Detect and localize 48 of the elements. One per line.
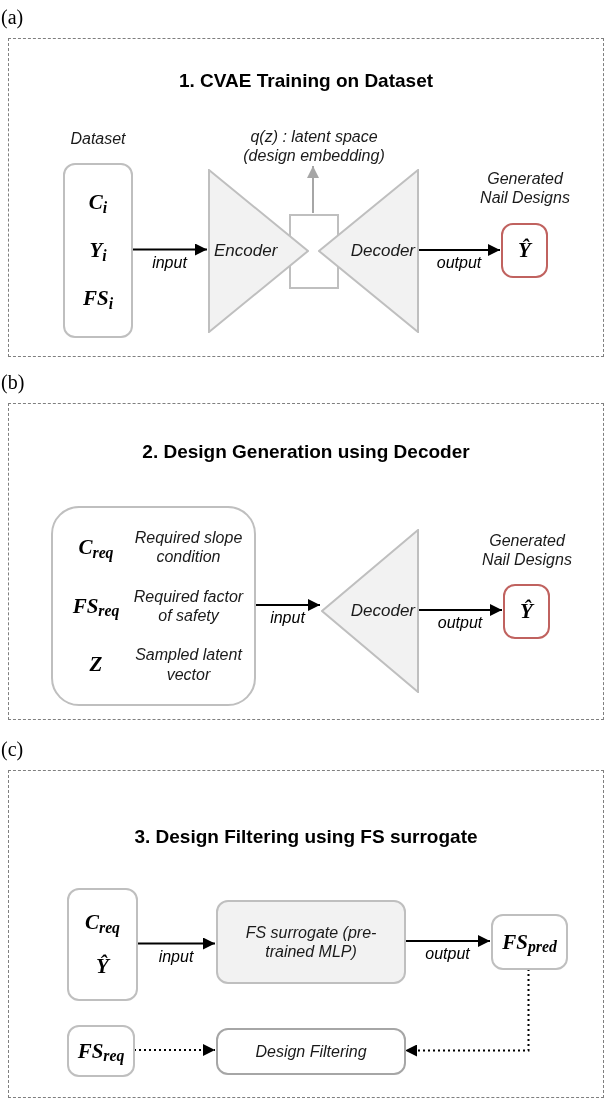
dotted-arrow <box>404 968 530 1057</box>
trapezoid-block <box>208 169 309 333</box>
math-symbol: Ŷ <box>520 601 533 622</box>
panel-title: 1. CVAE Training on Dataset <box>177 71 435 90</box>
edge-label: input <box>157 948 195 965</box>
arrow <box>136 937 216 950</box>
rounded-box <box>51 506 256 706</box>
panel-title: 3. Design Filtering using FS surrogate <box>133 827 479 846</box>
rounded-box <box>216 900 406 984</box>
block-label: Encoder <box>214 240 278 262</box>
edge-label: input <box>269 610 306 626</box>
rounded-box <box>67 1025 135 1077</box>
node-text: Design Filtering <box>255 1041 367 1062</box>
arrow <box>254 599 321 611</box>
panel-letter: (b) <box>1 372 25 392</box>
box-heading: Dataset <box>69 129 127 149</box>
arrow <box>131 243 208 256</box>
rounded-box <box>491 914 568 970</box>
arrow <box>417 604 503 616</box>
edge-label: output <box>424 946 471 962</box>
arrow <box>307 165 319 214</box>
block-label: Decoder <box>350 600 415 622</box>
panel-title: 2. Design Generation using Decoder <box>141 442 471 461</box>
description-text: Required factor of safety <box>132 586 245 626</box>
math-symbol: Ŷ <box>96 955 109 977</box>
edge-label: output <box>436 615 484 631</box>
box-heading: Generated Nail Designs <box>481 531 573 570</box>
edge-label: output <box>435 255 483 271</box>
math-symbol: Z <box>89 654 103 676</box>
trapezoid-block <box>318 169 419 333</box>
math-symbol: Ŷ <box>518 240 531 261</box>
math-symbol: C$_{i}$ <box>88 192 108 213</box>
block-label: Decoder <box>350 240 415 262</box>
arrow <box>404 935 491 947</box>
math-symbol: FS$_{i}$ <box>82 288 114 309</box>
rounded-box <box>67 888 138 1001</box>
edge-label: input <box>151 254 188 271</box>
description-text: Sampled latent vector <box>134 645 244 684</box>
panel-letter: (c) <box>1 739 24 759</box>
panel-letter: (a) <box>1 7 24 27</box>
rounded-box <box>216 1028 406 1075</box>
description-text: Required slope condition <box>133 528 244 567</box>
trapezoid-block <box>321 529 419 693</box>
arrow <box>417 244 501 256</box>
annotation-text: q(z) : latent space (design embedding) <box>242 126 386 166</box>
node-text: FS surrogate (pre-trained MLP) <box>244 922 378 962</box>
box-heading: Generated Nail Designs <box>479 169 571 208</box>
math-symbol: Y$_{i}$ <box>89 240 107 261</box>
